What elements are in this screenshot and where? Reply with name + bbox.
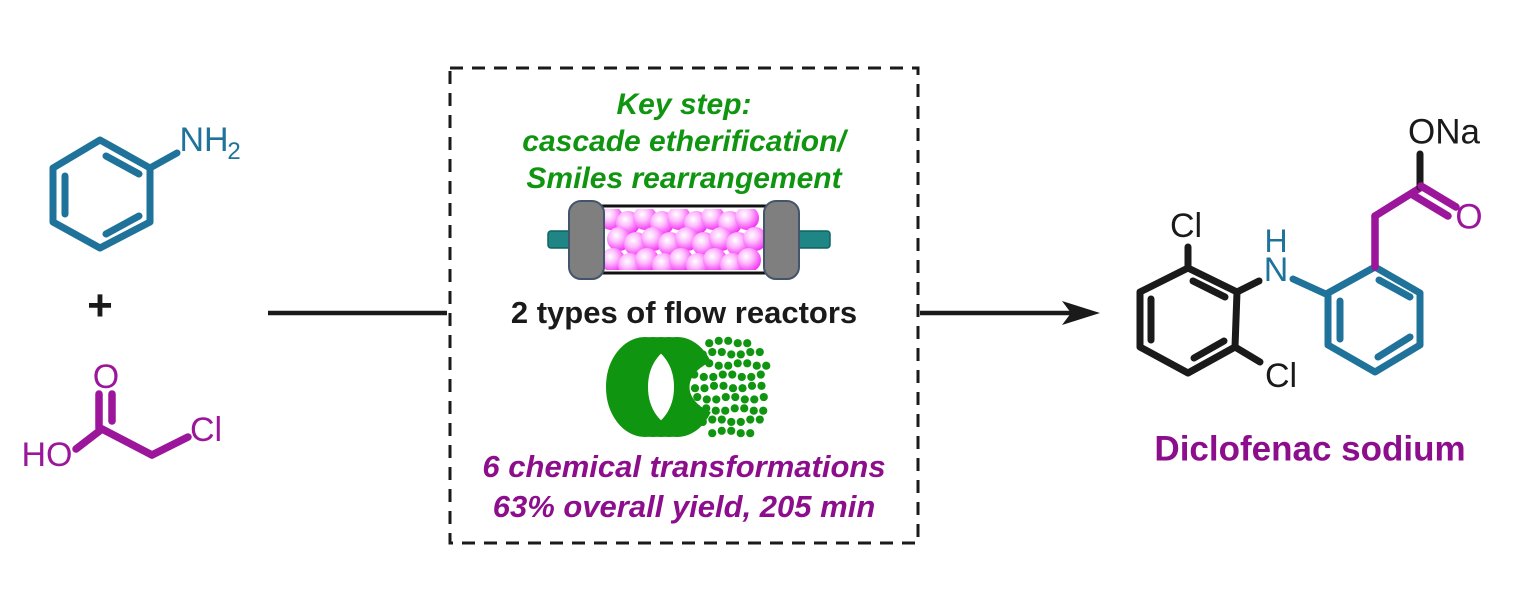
product-cl-bottom-label: Cl [1264,357,1298,395]
product-carboxylate-label: ONa [1408,112,1480,152]
product-name: Diclofenac sodium [1154,429,1466,469]
key-step-line-2: cascade etherification/ [522,125,846,158]
diclofenac-structure [1136,150,1460,377]
chloroacetic-acid-structure [72,390,192,459]
coil-reactor-icon [606,336,789,438]
process-box-border [448,66,920,545]
coil-back-dots [690,336,771,438]
aniline-amine-label: NH [179,121,229,159]
packed-bed-reactor-icon [547,200,831,280]
catalyst-beads [604,209,764,270]
key-step-line-3: Smiles rearrangement [526,162,842,195]
plus-sign: + [87,281,113,330]
flow-reactors-text: 2 types of flow reactors [510,295,858,330]
product-amine-h-label: H [1264,223,1288,259]
product-amine-n-label: N [1263,251,1289,289]
acid-hydroxyl-label: HO [21,436,73,474]
aniline-structure [49,136,181,252]
key-step-text: Key step: cascade etherification/ Smiles… [451,86,917,197]
acid-chloro-label: Cl [189,411,223,449]
reaction-arrow-icon [920,301,1100,325]
product-carbonyl-o-label: O [1455,197,1483,237]
aniline-amine-subscript: 2 [227,138,241,165]
key-step-line-1: Key step: [616,88,752,121]
summary-line-1: 6 chemical transformations [482,449,886,484]
summary-line-2: 63% overall yield, 205 min [492,489,876,524]
product-cl-top-label: Cl [1169,207,1203,245]
summary-text: 6 chemical transformations 63% overall y… [451,447,917,527]
acid-carbonyl-o-label: O [92,358,120,396]
